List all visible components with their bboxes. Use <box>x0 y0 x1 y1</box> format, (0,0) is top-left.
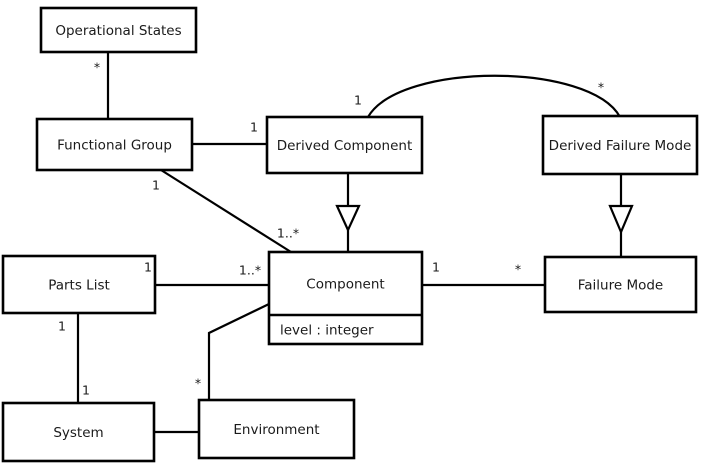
association-derivedcomponent-derivedfailuremode[interactable] <box>367 74 621 118</box>
multiplicity-label-partslist-component-0: 1 <box>144 260 152 275</box>
association-environment-component[interactable] <box>207 303 270 400</box>
class-rect-failure-mode[interactable] <box>543 255 698 314</box>
class-name-operational-states: Operational States <box>55 23 181 39</box>
class-name-component: Component <box>306 277 384 293</box>
multiplicity-label-partslist-system-1: 1 <box>82 383 90 398</box>
multiplicity-label-environment-component-0: * <box>195 376 201 391</box>
class-box-component[interactable]: Component level : integer <box>267 250 424 346</box>
multiplicity-label-partslist-system-0: 1 <box>58 319 66 334</box>
association-derivedfailuremode-failuremode-gen[interactable] <box>608 174 634 257</box>
class-box-operational-states[interactable]: Operational States <box>39 6 198 54</box>
class-box-derived-failure-mode[interactable]: Derived Failure Mode <box>541 114 699 176</box>
class-box-system[interactable]: System <box>1 401 156 463</box>
multiplicity-label-component-failuremode-0: 1 <box>432 260 440 275</box>
class-rect-derived-component[interactable] <box>265 115 424 175</box>
class-box-failure-mode[interactable]: Failure Mode <box>543 255 698 314</box>
associations-layer <box>76 52 634 434</box>
class-name-derived-component: Derived Component <box>277 138 413 154</box>
class-rect-operational-states[interactable] <box>39 6 198 54</box>
class-name-system: System <box>53 425 103 441</box>
class-name-environment: Environment <box>233 422 319 438</box>
class-box-environment[interactable]: Environment <box>197 398 356 460</box>
class-box-functional-group[interactable]: Functional Group <box>35 117 194 172</box>
class-name-functional-group: Functional Group <box>57 138 172 154</box>
class-rect-parts-list[interactable] <box>1 254 157 315</box>
multiplicity-label-derivedcomponent-derivedfailuremode-1: * <box>598 80 604 95</box>
class-rect-functional-group[interactable] <box>35 117 194 172</box>
generalization-triangle-derivedcomponent-component-gen <box>335 204 361 233</box>
association-line-derivedcomponent-derivedfailuremode[interactable] <box>367 74 621 118</box>
generalization-triangle-derivedfailuremode-failuremode-gen <box>608 204 634 235</box>
multiplicity-label-functionalgroup-component-1: 1..* <box>277 226 299 241</box>
multiplicity-label-functionalgroup-derivedcomponent-0: 1 <box>250 120 258 135</box>
class-name-derived-failure-mode: Derived Failure Mode <box>549 138 692 154</box>
class-box-parts-list[interactable]: Parts List <box>1 254 157 315</box>
class-name-parts-list: Parts List <box>48 278 110 294</box>
multiplicity-label-functionalgroup-component-0: 1 <box>152 178 160 193</box>
multiplicity-labels-layer: * 1 1 1..* 1 * 1 1..* 1 * 1 1 * <box>58 60 604 398</box>
association-line-functionalgroup-component[interactable] <box>160 169 292 253</box>
association-derivedcomponent-component-gen[interactable] <box>335 173 361 252</box>
association-functionalgroup-component[interactable] <box>160 169 292 253</box>
association-line-environment-component[interactable] <box>207 303 270 400</box>
multiplicity-label-partslist-component-1: 1..* <box>239 263 261 278</box>
class-rect-component[interactable] <box>267 250 424 346</box>
multiplicity-label-derivedcomponent-derivedfailuremode-0: 1 <box>354 93 362 108</box>
class-rect-derived-failure-mode[interactable] <box>541 114 699 176</box>
class-rect-environment[interactable] <box>197 398 356 460</box>
class-rect-system[interactable] <box>1 401 156 463</box>
class-box-derived-component[interactable]: Derived Component <box>265 115 424 175</box>
class-attribute-component-0: level : integer <box>280 323 374 339</box>
class-name-failure-mode: Failure Mode <box>578 278 664 294</box>
multiplicity-label-component-failuremode-1: * <box>515 262 521 277</box>
multiplicity-label-opstates-functionalgroup-0: * <box>94 60 100 75</box>
